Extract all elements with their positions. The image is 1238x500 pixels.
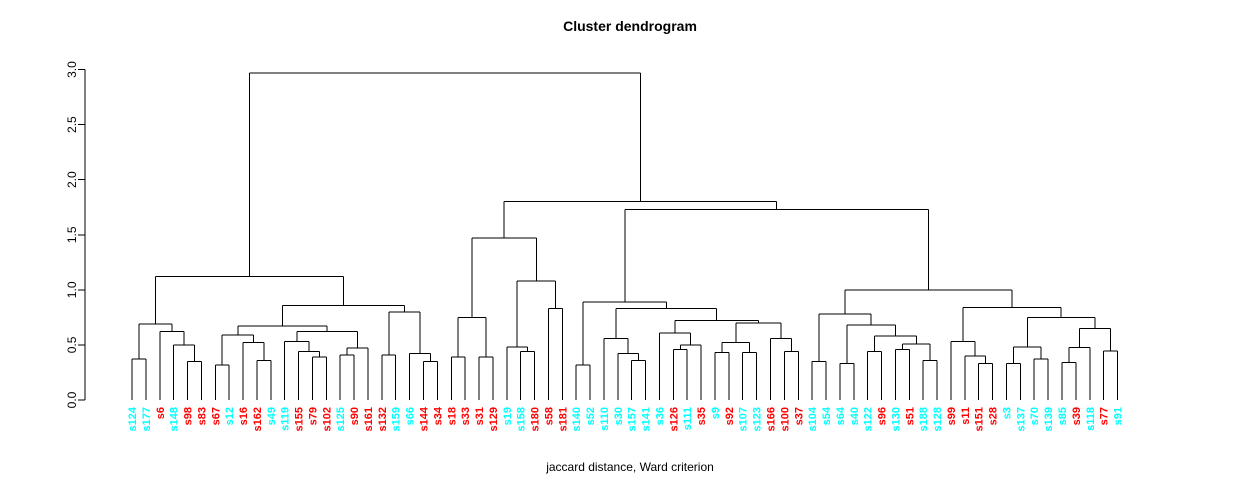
leaf-label: s151 (974, 407, 986, 431)
leaf-label: s19 (502, 407, 514, 425)
leaf-label: s54 (821, 406, 833, 425)
leaf-label: s39 (1071, 407, 1083, 425)
leaf-label: s35 (696, 407, 708, 425)
y-axis-tick-label: 1.5 (65, 226, 79, 243)
leaf-label: s128 (932, 407, 944, 431)
leaf-label: s107 (738, 407, 750, 431)
leaf-label: s11 (960, 407, 972, 425)
leaf-label: s92 (724, 407, 736, 425)
leaf-label: s102 (321, 407, 333, 431)
y-axis-tick-label: 0.5 (65, 336, 79, 353)
leaf-label: s58 (543, 407, 555, 425)
leaf-label: s98 (183, 407, 195, 425)
leaf-label: s130 (890, 407, 902, 431)
leaf-label: s162 (252, 407, 264, 431)
leaf-label: s159 (391, 407, 403, 431)
leaf-label: s85 (1057, 407, 1069, 425)
leaf-label: s64 (835, 406, 847, 425)
leaf-label: s91 (1113, 407, 1125, 425)
leaf-label: s137 (1015, 407, 1027, 431)
leaf-label: s180 (530, 407, 542, 431)
leaf-label: s123 (752, 407, 764, 431)
leaf-label: s51 (904, 407, 916, 425)
leaf-label: s30 (613, 407, 625, 425)
leaf-label: s3 (1001, 407, 1013, 419)
y-axis-tick-label: 3.0 (65, 61, 79, 78)
leaf-label: s31 (474, 407, 486, 425)
leaf-label: s161 (363, 407, 375, 431)
leaf-label: s9 (710, 407, 722, 419)
leaf-label: s100 (779, 407, 791, 431)
chart-title: Cluster dendrogram (563, 18, 697, 34)
leaf-label: s28 (988, 407, 1000, 425)
leaf-label: s12 (224, 407, 236, 425)
leaf-label: s33 (460, 407, 472, 425)
leaf-label: s148 (169, 407, 181, 431)
leaf-label: s77 (1099, 407, 1111, 425)
leaf-label: s96 (877, 407, 889, 425)
leaf-label: s67 (210, 407, 222, 425)
leaf-label: s70 (1029, 407, 1041, 425)
leaf-label: s37 (793, 407, 805, 425)
leaf-label: s40 (849, 407, 861, 425)
leaf-label: s79 (307, 407, 319, 425)
leaf-label: s140 (571, 407, 583, 431)
leaf-label: s90 (349, 407, 361, 425)
leaf-label: s188 (918, 407, 930, 431)
leaf-label: s49 (266, 407, 278, 425)
leaf-label: s122 (863, 407, 875, 431)
leaf-label: s118 (1085, 407, 1097, 431)
leaf-label: s157 (627, 407, 639, 431)
leaf-label: s139 (1043, 407, 1055, 431)
leaf-label: s126 (668, 407, 680, 431)
leaf-label: s16 (238, 407, 250, 425)
leaf-label: s125 (335, 407, 347, 431)
leaf-label: s132 (377, 407, 389, 431)
leaf-label: s155 (294, 407, 306, 431)
leaf-label: s166 (766, 407, 778, 431)
leaf-label: s99 (946, 407, 958, 425)
x-axis-label: jaccard distance, Ward criterion (546, 460, 714, 474)
leaf-label: s141 (641, 407, 653, 431)
leaf-label: s119 (280, 407, 292, 431)
leaf-label: s110 (599, 407, 611, 431)
leaf-label: s6 (155, 407, 167, 419)
leaf-label: s52 (585, 407, 597, 425)
leaf-label: s18 (446, 407, 458, 425)
leaf-label: s144 (418, 406, 430, 431)
leaf-label: s36 (654, 407, 666, 425)
leaf-label: s181 (557, 407, 569, 431)
leaf-label: s124 (127, 406, 139, 431)
y-axis-tick-label: 1.0 (65, 281, 79, 298)
leaf-label: s129 (488, 407, 500, 431)
leaf-label: s177 (141, 407, 153, 431)
y-axis-tick-label: 2.5 (65, 116, 79, 133)
leaf-label: s158 (516, 407, 528, 431)
leaf-label: s34 (432, 406, 444, 425)
y-axis-tick-label: 0.0 (65, 391, 79, 408)
y-axis-tick-label: 2.0 (65, 171, 79, 188)
leaf-label: s111 (682, 407, 694, 430)
leaf-label: s104 (807, 406, 819, 431)
leaf-label: s83 (196, 407, 208, 425)
leaf-label: s66 (405, 407, 417, 425)
